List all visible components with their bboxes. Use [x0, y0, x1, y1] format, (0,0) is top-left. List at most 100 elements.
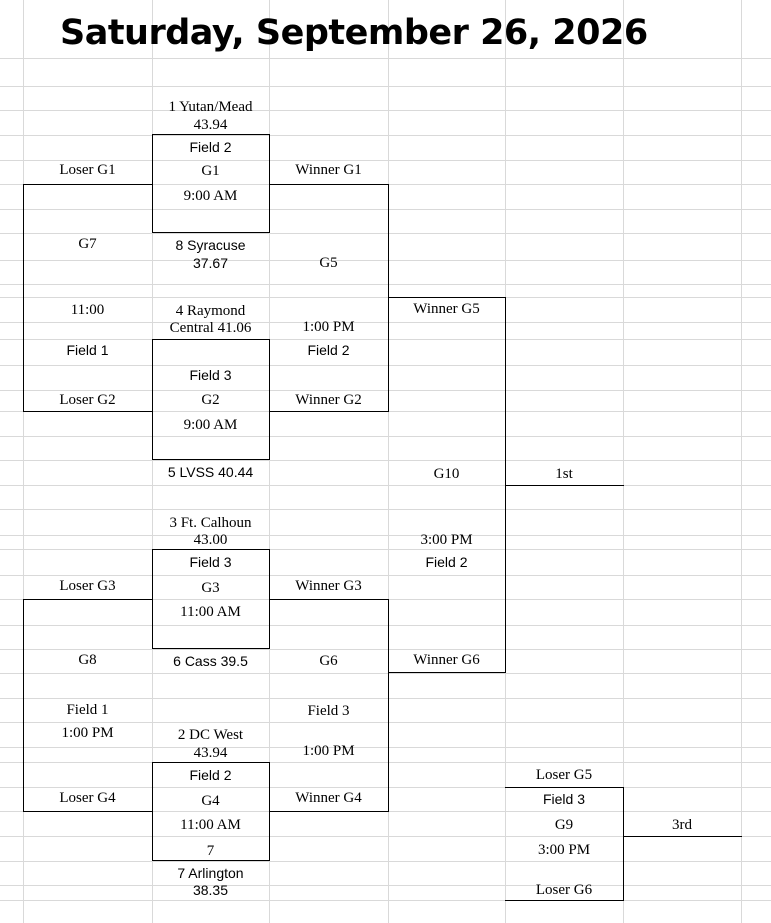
g2-field: Field 3	[189, 367, 232, 383]
grid-row-line	[0, 436, 771, 437]
g10-game-label: G10	[433, 466, 460, 482]
g8-line-bottom	[23, 811, 153, 812]
g10-bottom-entry: Winner G6	[413, 652, 480, 668]
grid-row-line	[0, 575, 771, 576]
g5-bottom-entry: Winner G2	[295, 392, 362, 408]
grid-row-line	[0, 110, 771, 111]
g1-time: 9:00 AM	[183, 188, 238, 204]
grid-row-line	[0, 135, 771, 136]
g6-line-bottom	[269, 811, 389, 812]
g10-top-entry: Winner G5	[413, 301, 480, 317]
grid-row-line	[0, 297, 771, 298]
grid-row-line	[0, 509, 771, 510]
g3-field: Field 3	[189, 554, 232, 570]
g1-game-label: G1	[201, 163, 220, 179]
g3-game-label: G3	[201, 580, 220, 596]
g1-team-top: 1 Yutan/Mead	[168, 99, 253, 115]
g8-line-left	[23, 599, 24, 812]
g7-line-left	[23, 184, 24, 412]
grid-row-line	[0, 625, 771, 626]
g3-time: 11:00 AM	[180, 604, 241, 620]
g1-team-bottom: 8 Syracuse	[175, 237, 246, 253]
grid-row-line	[0, 260, 771, 261]
grid-row-line	[0, 322, 771, 323]
grid-row-line	[0, 390, 771, 391]
g4-score-bottom: 38.35	[192, 882, 229, 898]
grid-row-line	[0, 836, 771, 837]
page-title: Saturday, September 26, 2026	[60, 13, 648, 53]
grid-row-line	[0, 649, 771, 650]
g10-line-bottom	[388, 672, 506, 673]
g5-field: Field 2	[307, 342, 350, 358]
grid-row-line	[0, 58, 771, 59]
g7-line-top	[23, 184, 153, 185]
grid-row-line	[0, 747, 771, 748]
g1-box-top	[152, 134, 270, 135]
g2-box-right	[269, 339, 270, 460]
g4-box-top	[152, 762, 270, 763]
g1-field: Field 2	[189, 139, 232, 155]
g10-field: Field 2	[425, 554, 468, 570]
grid-col-line	[623, 0, 624, 923]
g2-team-top-line1: 4 Raymond	[175, 303, 246, 319]
g6-line-right	[388, 599, 389, 812]
g8-field: Field 1	[66, 702, 109, 718]
g1-score-top: 43.94	[193, 117, 228, 133]
grid-row-line	[0, 460, 771, 461]
g9-game-label: G9	[554, 817, 574, 833]
g6-field: Field 3	[307, 703, 350, 719]
g6-time: 1:00 PM	[302, 743, 355, 759]
g8-top-entry: Loser G3	[59, 578, 116, 594]
g9-time: 3:00 PM	[537, 842, 591, 858]
g9-box-top	[505, 787, 624, 788]
g10-line-top	[388, 297, 506, 298]
g3-box-top	[152, 549, 270, 550]
g5-line-top	[269, 184, 389, 185]
g1-box-left	[152, 134, 153, 233]
g9-bottom-entry: Loser G6	[535, 882, 593, 898]
grid-col-line	[152, 0, 153, 923]
g5-line-right	[388, 184, 389, 412]
grid-row-line	[0, 284, 771, 285]
g4-score-top: 43.94	[193, 745, 228, 761]
g8-time: 1:00 PM	[61, 725, 114, 741]
g9-box-bottom	[505, 900, 624, 901]
g9-top-entry: Loser G5	[535, 767, 593, 783]
grid-row-line	[0, 787, 771, 788]
g1-score-bottom: 37.67	[192, 255, 229, 271]
g6-line-top	[269, 599, 389, 600]
g8-game-label: G8	[78, 652, 97, 668]
g1-box-right	[269, 134, 270, 233]
grid-row-line	[0, 762, 771, 763]
g2-time: 9:00 AM	[183, 417, 238, 433]
g7-time: 11:00	[70, 302, 105, 318]
grid-row-line	[0, 722, 771, 723]
g7-line-bottom	[23, 411, 153, 412]
g6-bottom-entry: Winner G4	[295, 790, 362, 806]
g7-game-label: G7	[78, 236, 97, 252]
g4-time: 11:00 AM	[180, 817, 241, 833]
grid-row-line	[0, 209, 771, 210]
g10-time: 3:00 PM	[420, 532, 473, 548]
first-place-label: 1st	[555, 466, 573, 482]
g5-top-entry: Winner G1	[295, 162, 362, 178]
grid-row-line	[0, 861, 771, 862]
g3-box-bottom	[152, 648, 270, 649]
g2-box-top	[152, 339, 270, 340]
g3-score-top: 43.00	[193, 532, 228, 548]
g4-team-top: 2 DC West	[177, 727, 244, 743]
grid-col-line	[741, 0, 742, 923]
grid-row-line	[0, 339, 771, 340]
grid-row-line	[0, 900, 771, 901]
g4-box-bottom	[152, 860, 270, 861]
third-place-label: 3rd	[672, 817, 692, 833]
grid-row-line	[0, 549, 771, 550]
grid-row-line	[0, 160, 771, 161]
third-place-line	[623, 836, 742, 837]
grid-col-line	[388, 0, 389, 923]
grid-row-line	[0, 673, 771, 674]
grid-row-line	[0, 885, 771, 886]
g6-top-entry: Winner G3	[295, 578, 362, 594]
grid-col-line	[23, 0, 24, 923]
